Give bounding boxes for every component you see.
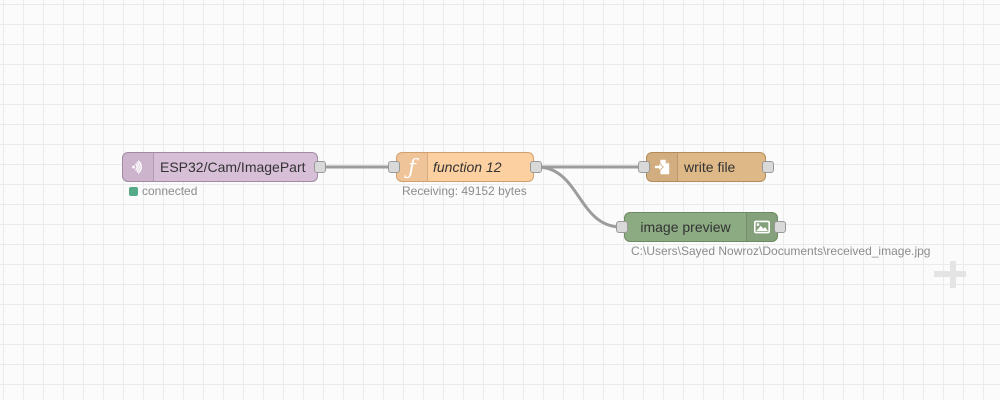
node-label: function 12 [433,159,502,175]
status-dot-icon [129,186,138,196]
crosshair-mark [950,261,956,288]
status-text: C:\Users\Sayed Nowroz\Documents\received… [631,244,931,258]
node-mqtt-in[interactable]: ESP32/Cam/ImagePart [122,152,326,182]
input-port[interactable] [638,161,650,173]
node-status: connected [129,184,197,198]
node-label: write file [684,159,736,175]
function-f-icon: ƒ [397,153,428,181]
status-text: Receiving: 49152 bytes [402,184,527,198]
output-port[interactable] [774,221,786,233]
status-text: connected [142,184,198,198]
output-port[interactable] [762,161,774,173]
input-port[interactable] [388,161,400,173]
file-export-icon [647,153,678,181]
output-port[interactable] [314,161,326,173]
wire-function-to-imagepreview[interactable] [535,165,623,229]
node-status: C:\Users\Sayed Nowroz\Documents\received… [631,244,930,258]
node-write-file[interactable]: write file [638,152,774,182]
node-image-preview[interactable]: image preview [616,212,786,242]
node-status: Receiving: 49152 bytes [402,184,527,198]
input-port[interactable] [616,221,628,233]
output-port[interactable] [530,161,542,173]
image-icon [746,213,777,241]
wifi-signal-icon [123,153,154,181]
node-label: image preview [640,219,731,235]
node-label: ESP32/Cam/ImagePart [160,159,306,175]
node-function[interactable]: ƒ function 12 [388,152,542,182]
